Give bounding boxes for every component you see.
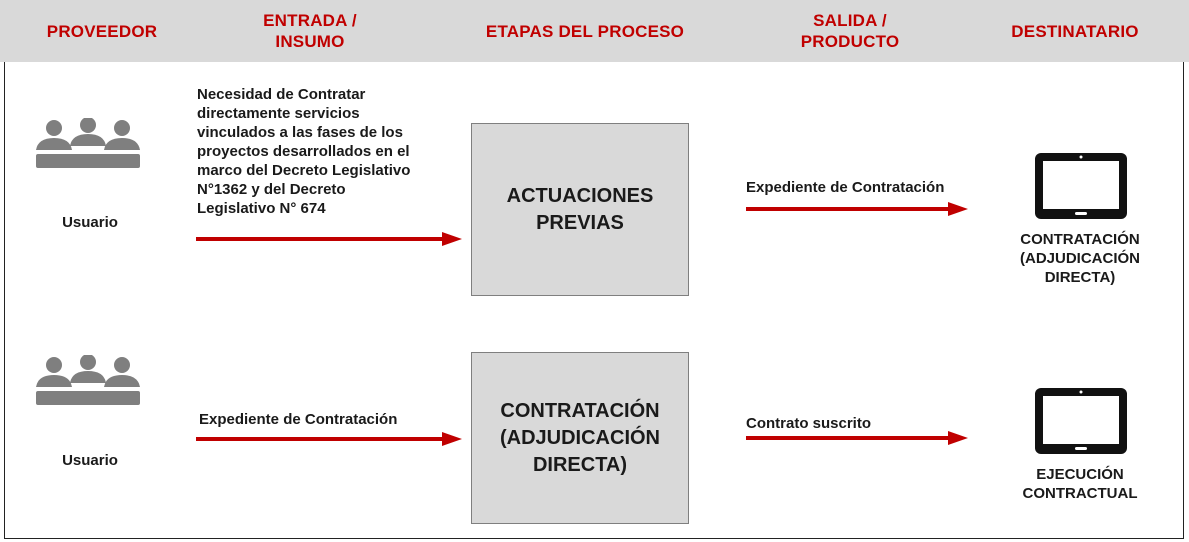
input-arrow-1 [196,232,462,248]
people-group-icon [36,355,140,405]
recipient-label-2: EJECUCIÓN CONTRACTUAL [1022,466,1138,502]
output-text-1: Expediente de Contratación [746,179,945,196]
header-band: PROVEEDOR ENTRADA /INSUMO ETAPAS DEL PRO… [0,0,1189,62]
input-arrow-2 [196,432,462,448]
input-text-2: Expediente de Contratación [199,411,398,428]
header-destinatario: DESTINATARIO [1011,21,1139,41]
header-proveedor: PROVEEDOR [46,21,158,41]
output-arrow-1 [746,202,968,218]
stage-box-actuaciones-previas: ACTUACIONES PREVIAS [471,123,689,296]
header-etapas: ETAPAS DEL PROCESO [485,21,685,41]
people-group-icon [36,118,140,168]
tablet-icon [1035,388,1127,454]
provider-label-2: Usuario [62,452,118,469]
recipient-label-1: CONTRATACIÓN (ADJUDICACIÓN DIRECTA) [1020,231,1140,286]
provider-label-1: Usuario [62,214,118,231]
diagram-frame [4,62,1184,539]
header-salida: SALIDA /PRODUCTO [800,11,900,51]
input-text-1: Necesidad de Contratar directamente serv… [197,86,411,217]
stage-box-contratacion: CONTRATACIÓN (ADJUDICACIÓN DIRECTA) [471,352,689,524]
output-text-2: Contrato suscrito [746,415,872,432]
header-entrada: ENTRADA /INSUMO [263,11,357,51]
tablet-icon [1035,153,1127,219]
output-arrow-2 [746,431,968,447]
